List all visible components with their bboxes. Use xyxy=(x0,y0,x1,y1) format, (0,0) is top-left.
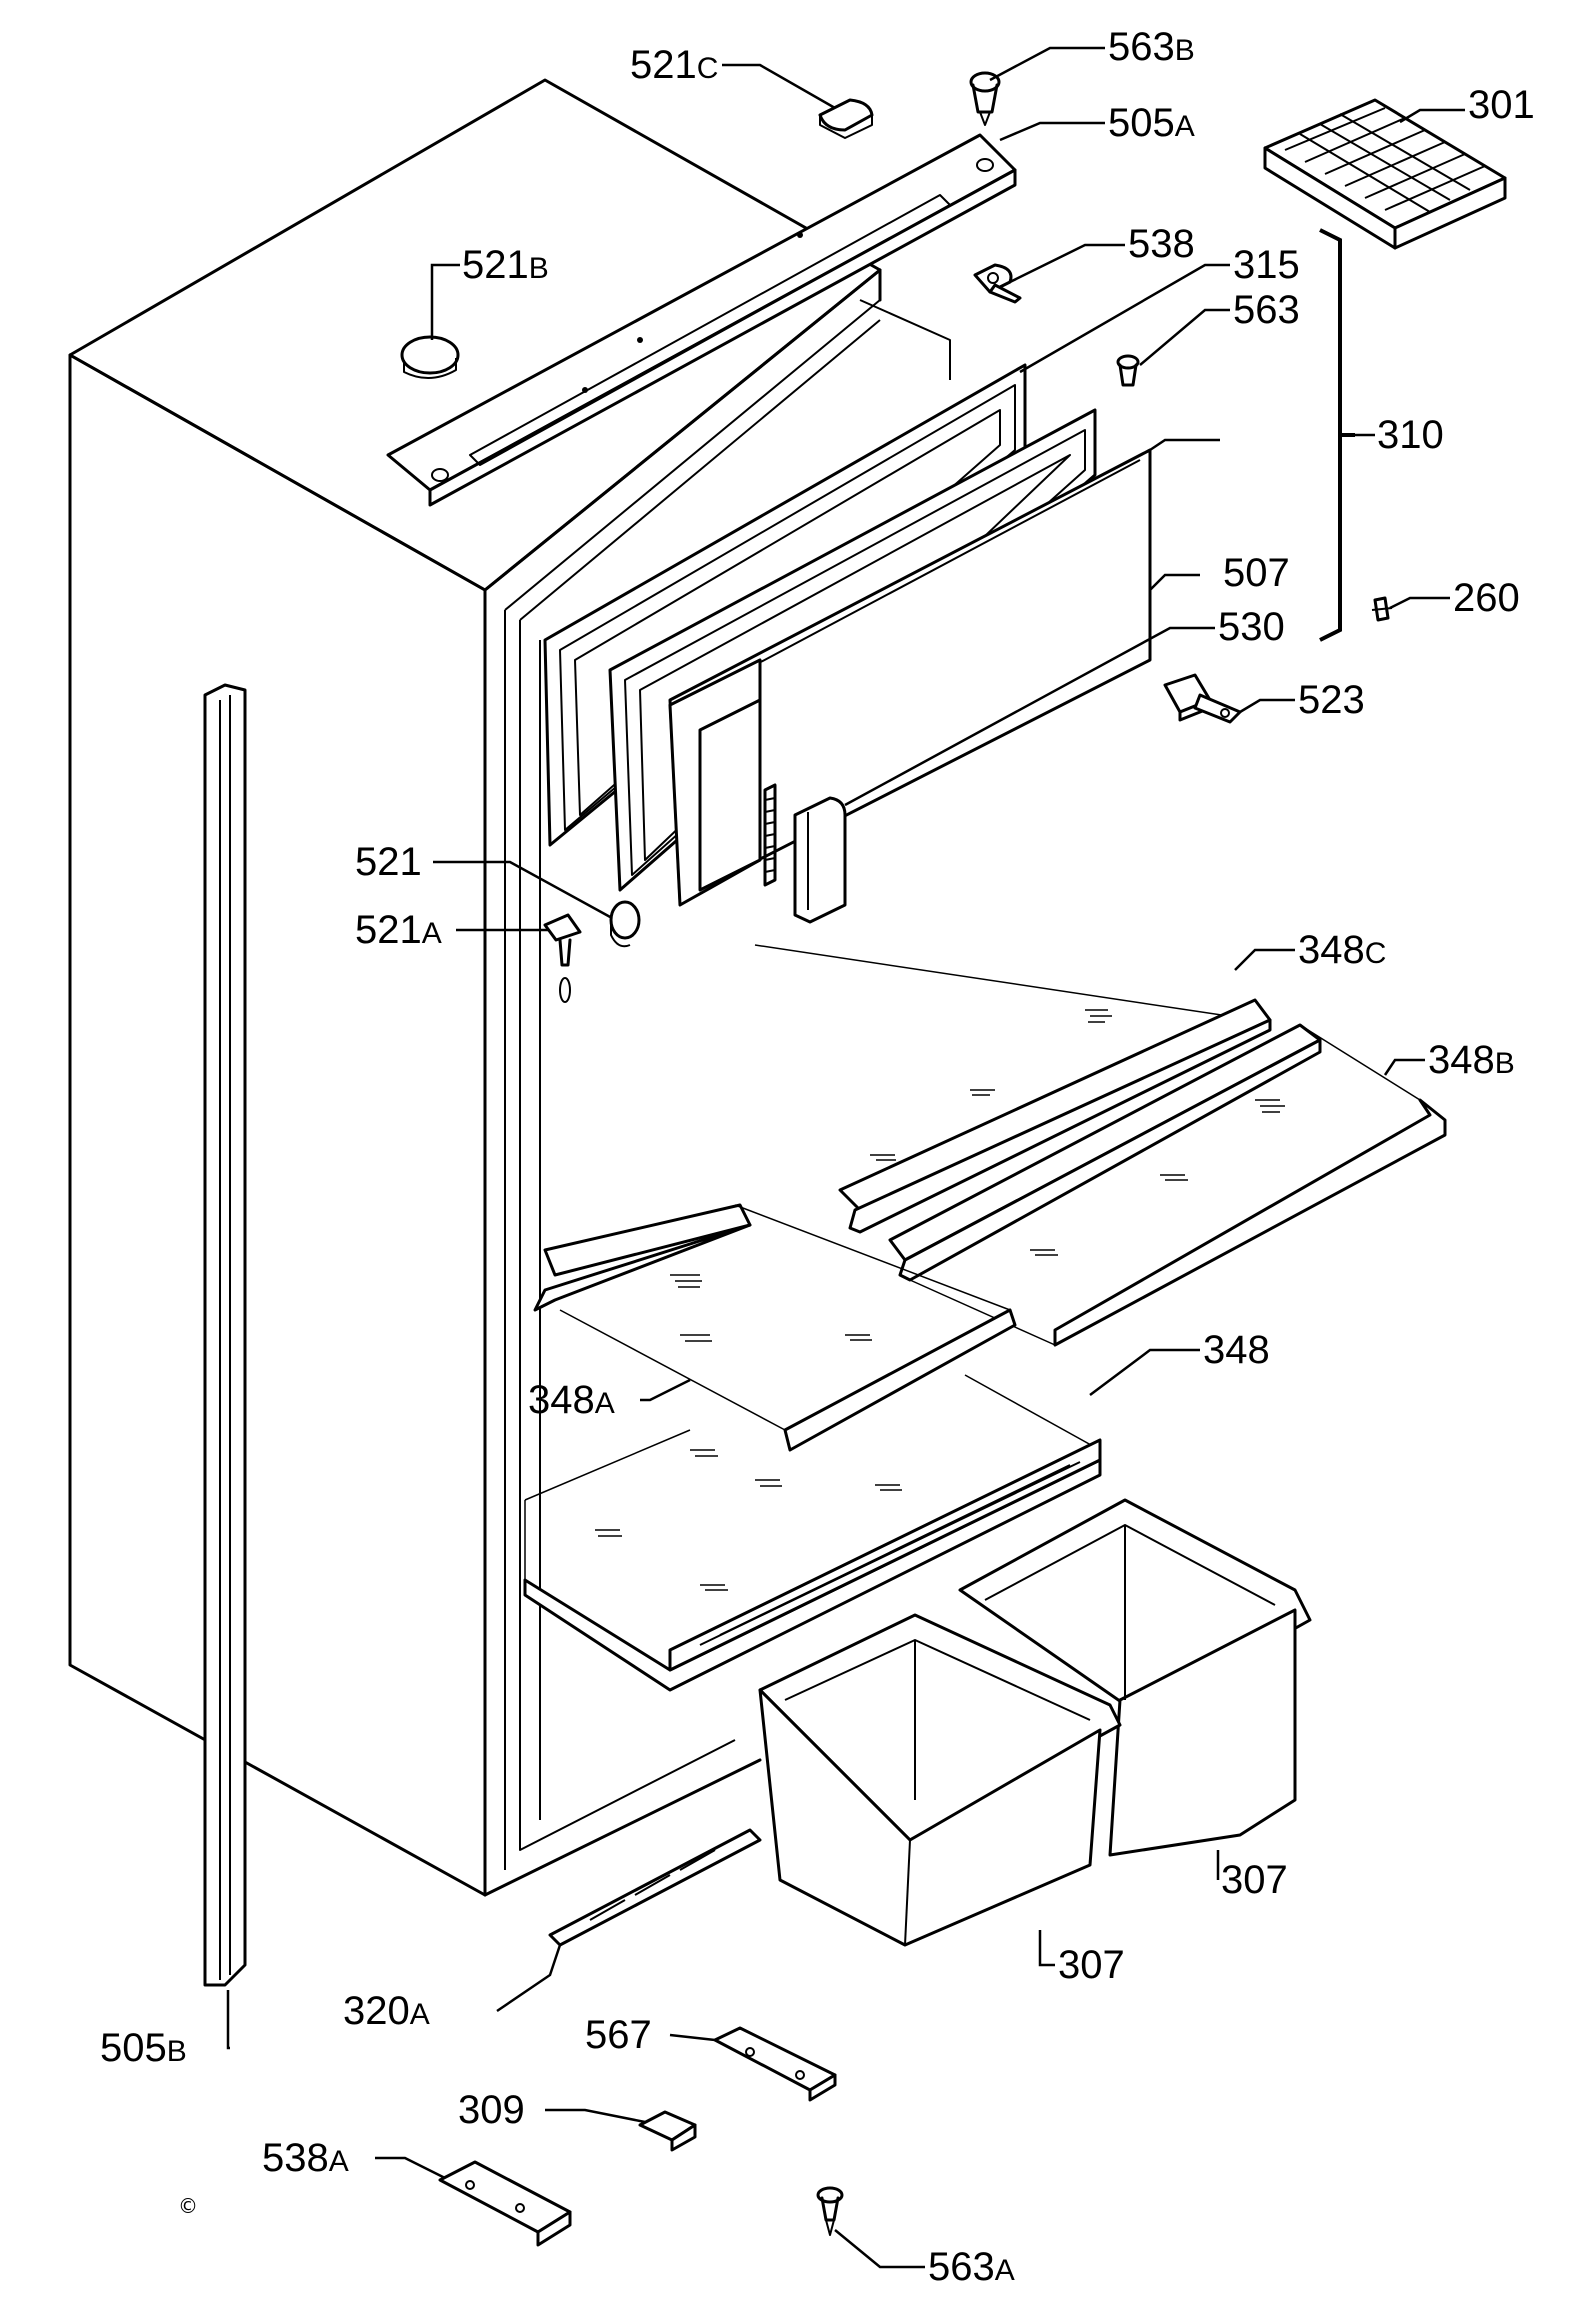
label-521b: 521B xyxy=(462,243,549,287)
label-315: 315 xyxy=(1233,243,1300,287)
glass-shelf-348c xyxy=(754,944,1272,1234)
label-320a: 320A xyxy=(343,1989,430,2033)
label-521: 521 xyxy=(355,840,422,884)
cap-521b xyxy=(400,335,460,379)
screw-563 xyxy=(1116,354,1140,387)
label-310: 310 xyxy=(1377,413,1444,457)
label-307-left: 307 xyxy=(1058,1943,1125,1987)
label-538: 538 xyxy=(1128,222,1195,266)
leader-lines xyxy=(226,46,1465,2269)
glass-shelf-348a xyxy=(533,1203,1017,1452)
refrigerator-cabinet xyxy=(68,78,951,1897)
screw-521a xyxy=(543,913,582,1003)
label-348b: 348B xyxy=(1428,1038,1515,1082)
label-309: 309 xyxy=(458,2088,525,2132)
cap-521c xyxy=(818,98,874,139)
glass-shelf-348 xyxy=(523,1374,1102,1692)
label-348c: 348C xyxy=(1298,928,1386,972)
copyright-mark: © xyxy=(178,2194,198,2218)
crisper-drawer-307-left xyxy=(758,1613,1122,1947)
top-hinge-strip-505a xyxy=(386,133,1017,507)
label-530: 530 xyxy=(1218,605,1285,649)
hinge-spring xyxy=(763,783,777,887)
label-505b: 505B xyxy=(100,2026,187,2070)
label-563: 563 xyxy=(1233,288,1300,332)
crisper-drawer-307-right xyxy=(958,1498,1312,1857)
label-348: 348 xyxy=(1203,1328,1270,1372)
screw-563a xyxy=(816,2186,844,2236)
label-567: 567 xyxy=(585,2013,652,2057)
clip-309 xyxy=(638,2110,697,2152)
hinge-538 xyxy=(973,263,1022,304)
bracket-310 xyxy=(1319,228,1355,642)
label-505a: 505A xyxy=(1108,101,1195,145)
label-521a: 521A xyxy=(355,908,442,952)
label-348a: 348A xyxy=(528,1378,615,1422)
latch-523 xyxy=(1163,673,1242,724)
door-flap-530 xyxy=(668,658,847,924)
label-538a: 538A xyxy=(262,2136,349,2180)
bottom-hinge-538a xyxy=(438,2160,572,2247)
label-521c: 521C xyxy=(630,43,718,87)
label-507: 507 xyxy=(1223,551,1290,595)
vertical-strip-505b xyxy=(203,683,247,1987)
ice-cube-tray-301 xyxy=(1263,98,1507,250)
rail-320a xyxy=(548,1828,762,1947)
label-307-right: 307 xyxy=(1221,1858,1288,1902)
label-260: 260 xyxy=(1453,576,1520,620)
cap-521 xyxy=(609,900,641,948)
part-labels: 521C 563B 301 505A 521B 538 315 563 310 … xyxy=(100,25,1535,2289)
label-563b: 563B xyxy=(1108,25,1195,69)
glass-shelf-348b xyxy=(888,1023,1447,1347)
plate-567 xyxy=(713,2026,837,2102)
screw-563b xyxy=(969,71,1001,126)
label-523: 523 xyxy=(1298,678,1365,722)
clip-260 xyxy=(1371,596,1393,622)
label-301: 301 xyxy=(1468,83,1535,127)
label-563a: 563A xyxy=(928,2245,1015,2289)
